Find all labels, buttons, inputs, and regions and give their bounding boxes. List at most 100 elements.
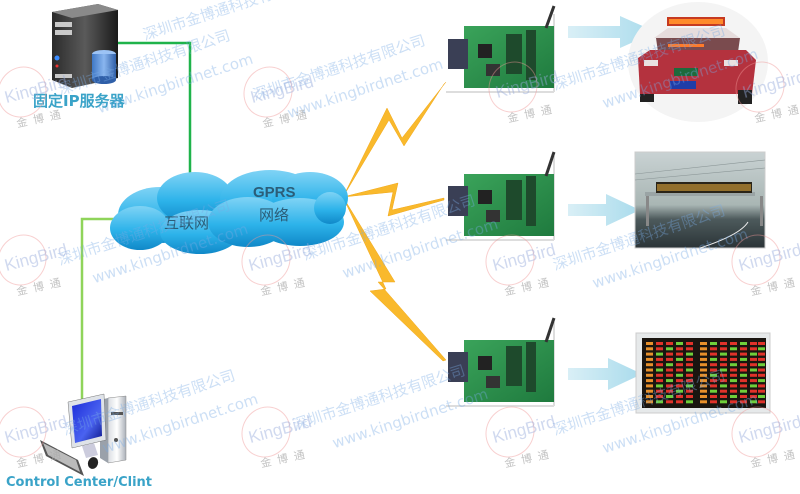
stock-board-cell — [730, 389, 737, 393]
stock-board-cell — [646, 400, 653, 404]
stock-board-cell — [758, 400, 765, 404]
stock-board-cell — [656, 373, 663, 377]
stock-board-cell — [700, 342, 707, 345]
stock-board-cell — [740, 363, 747, 367]
stock-board-cell — [700, 373, 707, 377]
stock-board-columns — [646, 342, 765, 404]
stock-board-cell — [710, 373, 717, 377]
controller-board-3 — [446, 317, 556, 407]
stock-board-cell — [656, 352, 663, 356]
stock-board-cell — [758, 379, 765, 383]
stock-board-cell — [750, 395, 757, 398]
stock-board-cell — [758, 368, 765, 372]
stock-board-cell — [740, 373, 747, 377]
stock-board-cell — [656, 400, 663, 404]
highway-led-sign-photo — [634, 151, 766, 249]
stock-board-cell — [758, 373, 765, 377]
stock-board-cell — [740, 342, 747, 345]
stock-board-cell — [676, 363, 683, 367]
stock-board-cell — [676, 347, 683, 351]
stock-board-cell — [758, 347, 765, 351]
stock-board-cell — [700, 395, 707, 398]
stock-board-cell — [730, 347, 737, 351]
stock-board-cell — [740, 368, 747, 372]
server-link-line — [118, 41, 192, 185]
stock-board-cell — [666, 347, 673, 351]
stock-board-cell — [720, 373, 727, 377]
stock-board-cell — [700, 389, 707, 393]
stock-board-cell — [720, 368, 727, 372]
stock-board-cell — [686, 342, 693, 345]
stock-board-cell — [686, 389, 693, 393]
stock-board-cell — [730, 352, 737, 356]
stock-board-cell — [686, 384, 693, 388]
stock-board-cell — [710, 368, 717, 372]
stock-board-cell — [710, 357, 717, 361]
stock-board-cell — [710, 347, 717, 351]
stock-board-cell — [700, 384, 707, 388]
stock-board-cell — [758, 352, 765, 356]
stock-board-cell — [740, 352, 747, 356]
lightning-bolt-2 — [342, 182, 445, 217]
gprs-cloud — [208, 170, 348, 247]
stock-board-cell — [720, 379, 727, 383]
stock-board-cell — [700, 368, 707, 372]
stock-board-cell — [730, 368, 737, 372]
stock-board-cell — [730, 400, 737, 404]
stock-board-cell — [646, 357, 653, 361]
stock-board-cell — [710, 389, 717, 393]
stock-board-cell — [720, 347, 727, 351]
stock-board-cell — [750, 384, 757, 388]
arrow-right-icon — [568, 194, 640, 226]
stock-board-cell — [730, 357, 737, 361]
desktop-computer-icon — [40, 393, 127, 476]
stock-board-cell — [700, 400, 707, 404]
taxi-led-sign-photo — [628, 2, 768, 122]
stock-board-cell — [750, 342, 757, 345]
stock-board-cell — [646, 373, 653, 377]
stock-board-cell — [710, 384, 717, 388]
stock-board-cell — [646, 363, 653, 367]
stock-board-cell — [676, 373, 683, 377]
server-label: 固定IP服务器 — [33, 92, 125, 110]
stock-board-cell — [666, 379, 673, 383]
stock-board-cell — [646, 379, 653, 383]
stock-board-cell — [700, 363, 707, 367]
stock-board-cell — [656, 368, 663, 372]
lightning-bolt-3 — [342, 196, 447, 362]
stock-board-cell — [646, 347, 653, 351]
stock-board-cell — [710, 379, 717, 383]
stock-board-cell — [666, 395, 673, 398]
stock-board-cell — [686, 373, 693, 377]
stock-board-cell — [758, 395, 765, 398]
stock-board-cell — [656, 357, 663, 361]
stock-board-cell — [656, 395, 663, 398]
controller-board-1 — [446, 5, 556, 93]
stock-board-cell — [646, 368, 653, 372]
wireless-links — [342, 81, 447, 362]
stock-board-cell — [740, 357, 747, 361]
stock-board-cell — [758, 357, 765, 361]
stock-board-cell — [740, 389, 747, 393]
stock-board-cell — [740, 395, 747, 398]
stock-board-cell — [666, 400, 673, 404]
stock-board-cell — [700, 347, 707, 351]
stock-board-cell — [700, 379, 707, 383]
stock-board-cell — [676, 384, 683, 388]
stock-board-cell — [666, 384, 673, 388]
stock-board-cell — [750, 373, 757, 377]
stock-board-cell — [730, 379, 737, 383]
stock-board-cell — [686, 363, 693, 367]
stock-board-cell — [676, 368, 683, 372]
stock-board-cell — [656, 347, 663, 351]
stock-board-cell — [720, 384, 727, 388]
stock-board-cell — [676, 395, 683, 398]
stock-board-cell — [730, 373, 737, 377]
stock-board-cell — [730, 363, 737, 367]
stock-board-cell — [720, 357, 727, 361]
stock-board-cell — [666, 342, 673, 345]
server-icon — [52, 4, 118, 88]
stock-board-cell — [730, 342, 737, 345]
stock-board-cell — [686, 368, 693, 372]
stock-board-cell — [750, 368, 757, 372]
